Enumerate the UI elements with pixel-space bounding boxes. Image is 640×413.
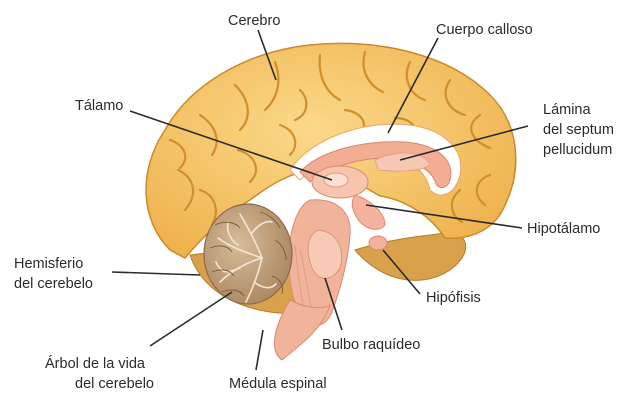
label-cuerpo-calloso: Cuerpo calloso	[436, 22, 533, 38]
pituitary	[368, 235, 388, 251]
label-talamo: Tálamo	[75, 98, 123, 114]
leader-lamina	[399, 125, 529, 161]
label-lamina-2: del septum	[543, 122, 614, 138]
arbor-vitae	[215, 213, 277, 303]
label-arbol-1: Árbol de la vida	[45, 355, 146, 372]
label-hemisferio-2: del cerebelo	[14, 276, 93, 292]
leader-medula	[255, 329, 264, 371]
leader-bulbo	[324, 277, 343, 331]
septum-pellucidum	[374, 152, 431, 172]
hypothalamus	[351, 194, 386, 230]
label-hemisferio-1: Hemisferio	[14, 256, 83, 272]
leader-hemisferio	[111, 271, 201, 276]
label-bulbo: Bulbo raquídeo	[322, 337, 420, 353]
label-cerebro: Cerebro	[228, 13, 280, 29]
leader-cuerpo-calloso	[387, 37, 439, 134]
thalamus-inner	[323, 172, 349, 188]
leader-arbol	[149, 291, 233, 347]
leader-hipotalamo	[365, 204, 523, 229]
label-hipofisis: Hipófisis	[426, 290, 481, 306]
label-hipotalamo: Hipotálamo	[527, 221, 600, 237]
leader-talamo	[129, 110, 333, 181]
label-arbol-2: del cerebelo	[75, 376, 154, 392]
cerebellum-folia	[209, 211, 287, 297]
corpus-callosum	[299, 141, 452, 188]
spinal-cord	[273, 299, 331, 361]
leader-cerebro	[257, 29, 277, 81]
label-lamina-3: pellucidum	[543, 142, 612, 158]
leader-hipofisis	[382, 249, 421, 295]
leader-lines	[111, 29, 529, 371]
label-medula: Médula espinal	[229, 376, 327, 392]
label-lamina-1: Lámina	[543, 102, 591, 118]
cerebellum	[203, 203, 293, 305]
